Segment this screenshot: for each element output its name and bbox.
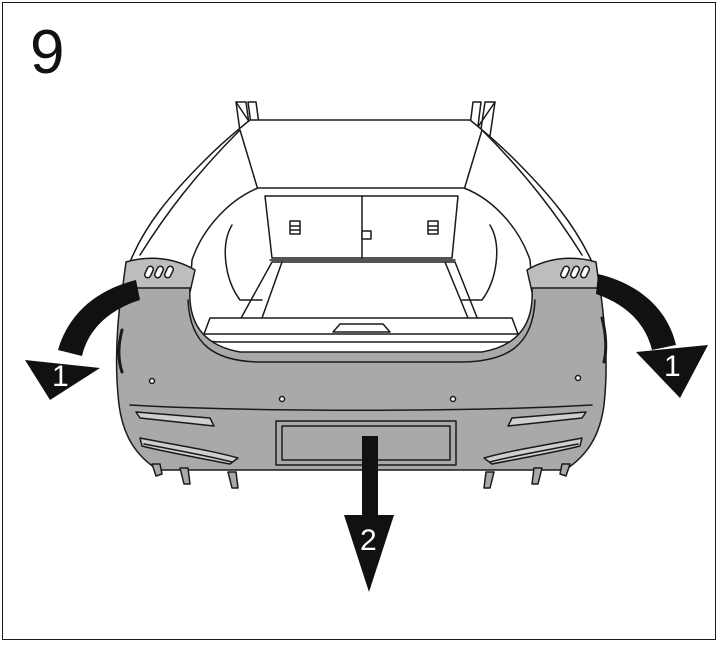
removal-arrow-right: 1 — [596, 274, 708, 398]
seat-latch-left — [289, 220, 301, 235]
seat-latch-right — [427, 220, 439, 235]
arrow-right-label: 1 — [664, 350, 681, 383]
trunk-floor — [239, 261, 479, 321]
parking-sensors — [148, 374, 582, 403]
step-number: 9 — [30, 18, 65, 87]
removal-arrow-left: 1 — [25, 280, 140, 400]
tail-lamp-left-elements — [143, 265, 175, 279]
seat-center-clip — [361, 230, 372, 240]
arrow-down-label: 2 — [360, 524, 377, 557]
reflector-right — [507, 411, 587, 427]
tail-lamp-right-elements — [559, 265, 591, 279]
rear-bumper — [115, 287, 607, 471]
diffuser-fins — [151, 463, 571, 489]
removal-arrow-down: 2 — [344, 436, 394, 592]
reflector-left — [135, 411, 215, 427]
arrow-left-label: 1 — [52, 360, 69, 393]
